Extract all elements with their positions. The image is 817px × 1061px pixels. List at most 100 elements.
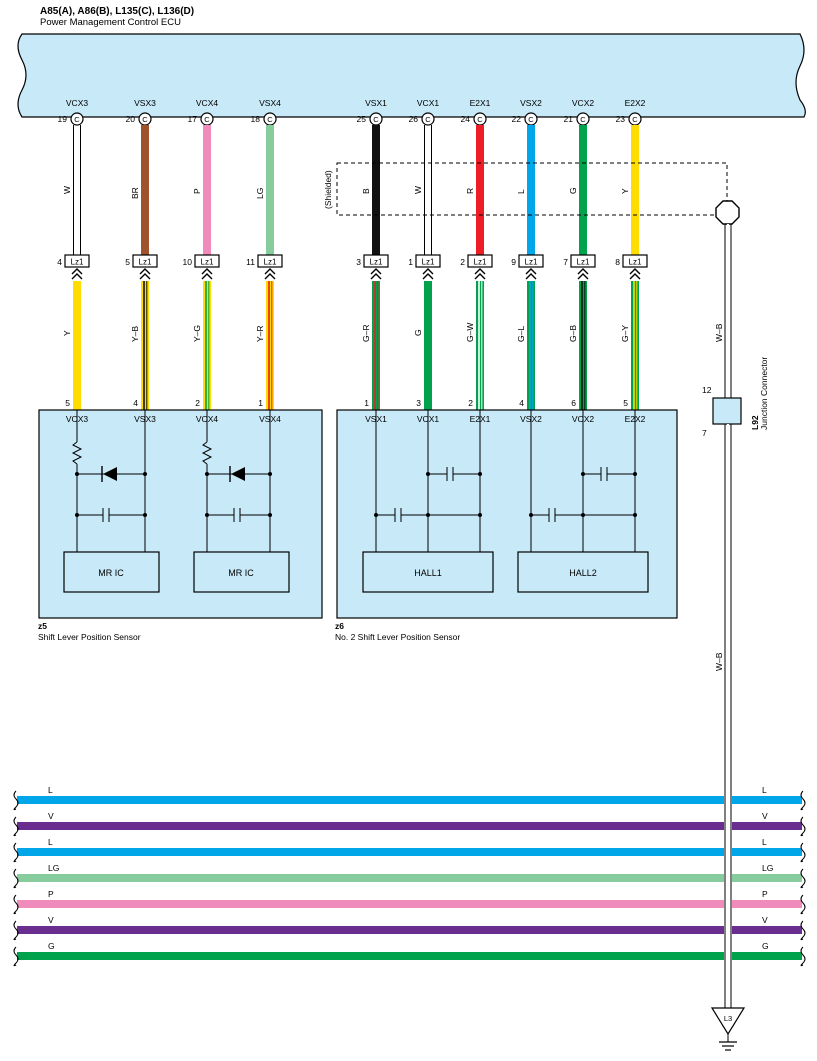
- connector-chevron-icon: [422, 268, 434, 280]
- bus-line-label-right: L: [762, 837, 767, 847]
- lower-wire: [141, 281, 149, 410]
- lower-wire: [527, 281, 535, 410]
- sensor-pin-number: 4: [519, 398, 524, 408]
- upper-wire: [476, 125, 484, 255]
- inline-connector-box: [132, 254, 158, 268]
- inline-connector-pin: 4: [57, 257, 62, 267]
- inline-connector-box: [194, 254, 220, 268]
- ecu-pin-number: 24: [461, 114, 471, 124]
- inline-connector-id: Lz1: [422, 258, 435, 267]
- upper-wire: [372, 125, 380, 255]
- lower-wire-label: Y–G: [192, 325, 202, 342]
- lower-wire-label: G–B: [568, 325, 578, 342]
- upper-wire: [203, 125, 211, 255]
- bus-line-label-right: L: [762, 785, 767, 795]
- ecu-pin-name: VCX4: [196, 98, 218, 108]
- upper-wire: [266, 125, 274, 255]
- wavy-break-icon: [800, 816, 806, 837]
- lower-wire-label: G–R: [361, 325, 371, 342]
- bus-line-label-right: V: [762, 811, 768, 821]
- inline-connector-id: Lz1: [370, 258, 383, 267]
- inline-connector-pin: 2: [460, 257, 465, 267]
- bus-line-label-left: L: [48, 785, 53, 795]
- ecu-pin-name: VSX2: [520, 98, 542, 108]
- wavy-break-icon: [13, 842, 19, 863]
- bus-line-label-right: G: [762, 941, 769, 951]
- lower-wire-label: Y–B: [130, 326, 140, 342]
- inline-connector-id: Lz1: [474, 258, 487, 267]
- shield-wire-label: W–B: [714, 323, 724, 342]
- wavy-break-icon: [13, 816, 19, 837]
- bus-line-label-right: P: [762, 889, 768, 899]
- sensor1-id: z5: [38, 621, 47, 631]
- sensor2-circuit: [375, 410, 636, 552]
- ground-id: L3: [724, 1014, 732, 1023]
- ecu-pin-connector: C: [142, 115, 148, 124]
- ecu-pin-number: 25: [357, 114, 367, 124]
- inline-connector-box: [518, 254, 544, 268]
- ecu-pin-number: 19: [58, 114, 68, 124]
- ecu-pin-name: VSX3: [134, 98, 156, 108]
- lower-wire-label: G–Y: [620, 325, 630, 342]
- connector-chevron-icon: [525, 268, 537, 280]
- sensor1-junction-dots: [75, 472, 272, 517]
- junction-name: Junction Connector: [759, 357, 769, 430]
- inline-connector-box: [415, 254, 441, 268]
- sensor2-junction-dots: [374, 472, 637, 517]
- hall-ic-1: [362, 551, 494, 593]
- lower-wire-label: Y: [62, 330, 72, 336]
- sensor-pin-number: 5: [65, 398, 70, 408]
- upper-wire: [579, 125, 587, 255]
- inline-connector-id: Lz1: [71, 258, 84, 267]
- connector-chevron-icon: [577, 268, 589, 280]
- bus-line-label-left: V: [48, 915, 54, 925]
- ground-triangle: [710, 1007, 746, 1036]
- upper-wire-label: L: [516, 189, 526, 194]
- ecu-box: [17, 33, 806, 118]
- lower-wire-label: G–L: [516, 326, 526, 342]
- wavy-break-icon: [800, 842, 806, 863]
- ecu-pin-circle: [421, 112, 435, 126]
- junction-connector-box: [712, 397, 742, 425]
- wavy-break-icon: [13, 790, 19, 811]
- inline-connector-pin: 8: [615, 257, 620, 267]
- ecu-pin-name: VCX3: [66, 98, 88, 108]
- ecu-pin-connector: C: [477, 115, 483, 124]
- mr-ic-2: [193, 551, 290, 593]
- inline-connector-pin: 9: [511, 257, 516, 267]
- upper-wire: [424, 125, 432, 255]
- lower-wire: [631, 281, 639, 410]
- ecu-pin-name: VSX1: [365, 98, 387, 108]
- sensor-pin-number: 4: [133, 398, 138, 408]
- sensor2-name: No. 2 Shift Lever Position Sensor: [335, 632, 460, 642]
- lower-wire: [266, 281, 274, 410]
- ecu-pin-number: 22: [512, 114, 522, 124]
- inline-connector-pin: 11: [246, 257, 255, 267]
- upper-wire: [631, 125, 639, 255]
- ecu-pin-connector: C: [267, 115, 273, 124]
- wavy-break-icon: [800, 894, 806, 915]
- ecu-pin-connector: C: [425, 115, 431, 124]
- lower-wire: [424, 281, 432, 410]
- ecu-pin-connector: C: [74, 115, 80, 124]
- connector-chevron-icon: [474, 268, 486, 280]
- upper-wire-label: B: [361, 188, 371, 194]
- ecu-pin-number: 17: [188, 114, 198, 124]
- upper-wire-label: Y: [620, 188, 630, 194]
- mr-ic-1: [63, 551, 160, 593]
- lower-wire: [73, 281, 81, 410]
- ecu-pin-connector: C: [580, 115, 586, 124]
- hall-ic-1-label: HALL1: [414, 568, 442, 578]
- sensor-pin-number: 5: [623, 398, 628, 408]
- mr-ic-1-label: MR IC: [98, 568, 124, 578]
- sensor-pin-number: 1: [258, 398, 263, 408]
- junction-pin-bottom: 7: [702, 428, 707, 438]
